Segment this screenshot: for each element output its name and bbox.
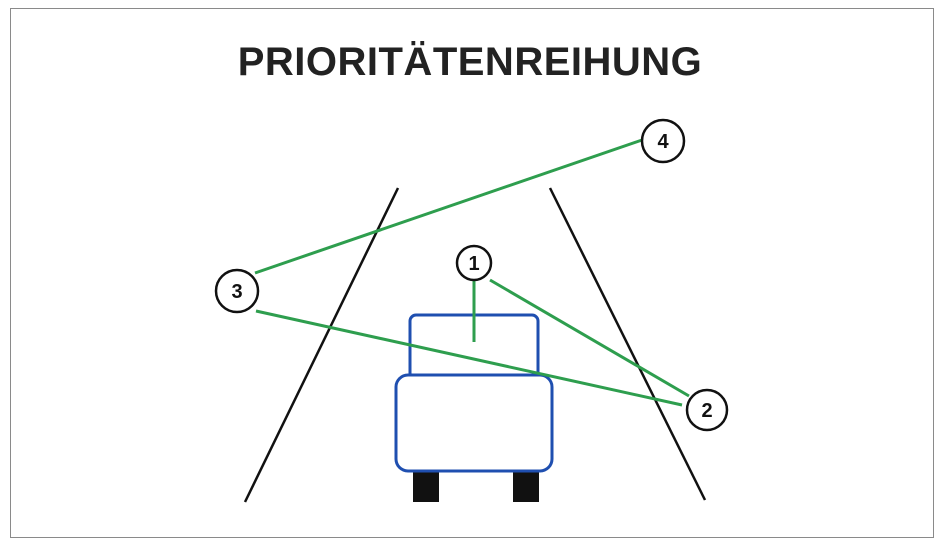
marker-4: 4 xyxy=(640,118,686,164)
vehicle-body xyxy=(394,373,554,473)
marker-1: 1 xyxy=(455,244,493,282)
connector-2-to-3 xyxy=(255,309,683,407)
marker-3: 3 xyxy=(214,268,260,314)
marker-3-label: 3 xyxy=(231,281,242,303)
vehicle xyxy=(394,313,554,502)
diagram-title: PRIORITÄTENREIHUNG xyxy=(237,40,703,84)
marker-1-label: 1 xyxy=(468,253,479,275)
marker-4-label: 4 xyxy=(657,131,669,153)
priority-connectors xyxy=(254,138,690,407)
connector-1-to-2 xyxy=(489,278,690,398)
road-edge-right xyxy=(548,187,707,501)
vehicle-wheel-left xyxy=(413,468,439,502)
vehicle-wheel-right xyxy=(513,468,539,502)
marker-2-label: 2 xyxy=(701,400,712,422)
connector-3-to-4 xyxy=(254,138,643,275)
road-edge-left xyxy=(243,187,400,503)
marker-2: 2 xyxy=(685,388,729,432)
